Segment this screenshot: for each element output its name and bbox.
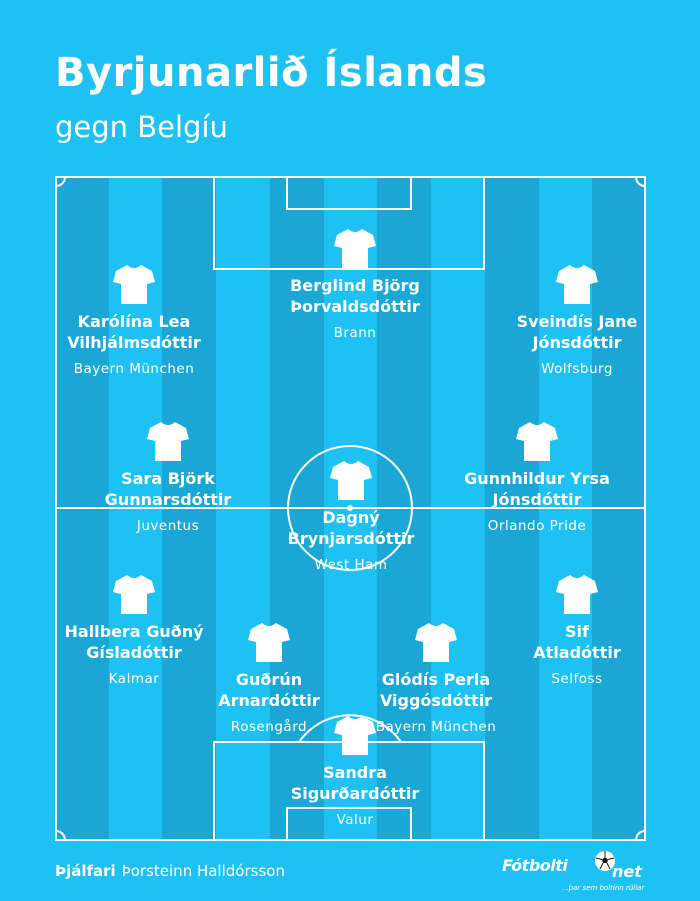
player-first-name: Sandra	[323, 763, 387, 782]
player-first-name: Sara Björk	[121, 469, 215, 488]
shirt-icon	[248, 623, 290, 662]
player-last-name: Brynjarsdóttir	[287, 529, 415, 548]
logo-text: Fótbolti	[502, 856, 568, 875]
page-subtitle: gegn Belgíu	[55, 110, 228, 144]
player-club: Selfoss	[551, 671, 603, 687]
shirt-icon	[516, 422, 558, 461]
player-last-name: Atladóttir	[533, 643, 621, 662]
logo-suffix: net	[612, 862, 642, 881]
player-first-name: Dagný	[322, 508, 380, 527]
page-title: Byrjunarlið Íslands	[55, 50, 488, 96]
shirt-icon	[556, 265, 598, 304]
player-last-name: Viggósdóttir	[379, 691, 493, 710]
pitch-lines	[55, 176, 646, 841]
shirt-icon	[556, 575, 598, 614]
shirt-icon	[113, 575, 155, 614]
player-club: Orlando Pride	[487, 518, 587, 534]
logo-tagline: ...þar sem boltinn rúllar	[562, 884, 645, 892]
player-club: Brann	[333, 325, 377, 341]
player-last-name: Gunnarsdóttir	[104, 490, 232, 509]
player-club: West Ham	[314, 557, 388, 573]
player-club: Bayern München	[375, 719, 497, 735]
shirt-icon	[415, 623, 457, 662]
shirt-icon	[113, 265, 155, 304]
player-club: Kalmar	[108, 671, 160, 687]
coach-label: Þjálfari	[55, 862, 116, 880]
player-first-name: Gunnhildur Yrsa	[464, 469, 610, 488]
player-club: Rosengård	[230, 719, 308, 735]
player-club: Bayern München	[73, 361, 195, 377]
player-first-name: Karólína Lea	[77, 312, 191, 331]
soccer-ball-icon	[595, 851, 615, 871]
player-first-name: Guðrún	[235, 670, 303, 689]
shirt-icon	[147, 422, 189, 461]
fotbolti-net-logo: Fótbolti net ...þar sem boltinn rúllar	[500, 848, 650, 896]
player-first-name: Berglind Björg	[290, 276, 420, 295]
player-last-name: Arnardóttir	[218, 691, 320, 710]
player-first-name: Glódís Perla	[381, 670, 491, 689]
player-last-name: Jónsdóttir	[492, 490, 582, 509]
player-last-name: Sigurðardóttir	[290, 784, 420, 803]
player-club: Valur	[336, 812, 374, 828]
player-last-name: Þorvaldsdóttir	[290, 297, 420, 316]
shirt-icon	[334, 229, 376, 268]
player-first-name: Hallbera Guðný	[64, 622, 204, 641]
player-last-name: Gísladóttir	[86, 643, 182, 662]
coach-name: Þorsteinn Halldórsson	[121, 862, 285, 880]
shirt-icon	[334, 716, 376, 755]
player-club: Wolfsburg	[541, 361, 613, 377]
player-club: Juventus	[136, 518, 200, 534]
player-first-name: Sif	[565, 622, 589, 641]
player-last-name: Jónsdóttir	[532, 333, 622, 352]
player-first-name: Sveindís Jane	[516, 312, 638, 331]
player-last-name: Vilhjálmsdóttir	[67, 333, 201, 352]
shirt-icon	[330, 461, 372, 500]
coach-info: Þjálfari Þorsteinn Halldórsson	[55, 862, 285, 880]
